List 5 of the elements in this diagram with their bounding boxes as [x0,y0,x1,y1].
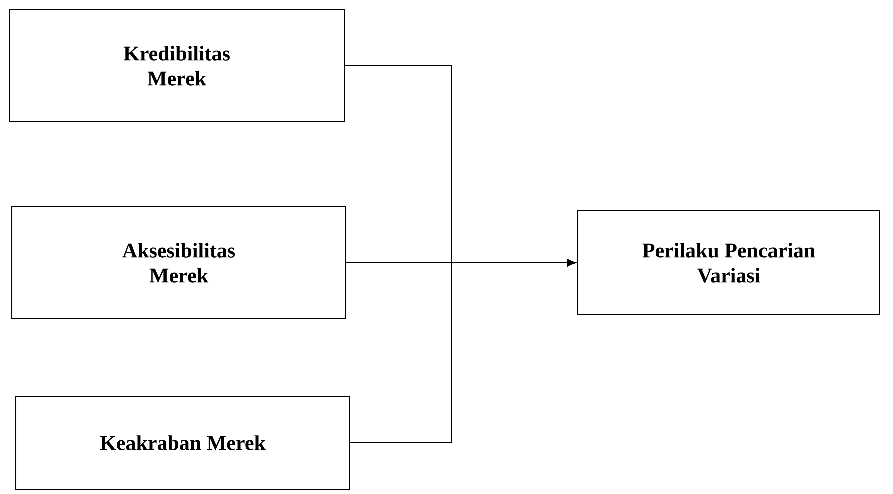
arrow [350,259,576,444]
process-box: Aksesibilitas Merek [12,206,346,320]
process-box: Kredibilitas Merek [9,10,345,122]
process-box: Keakraban Merek [16,396,350,490]
process-box: Perilaku Pencarian Variasi [578,210,880,316]
